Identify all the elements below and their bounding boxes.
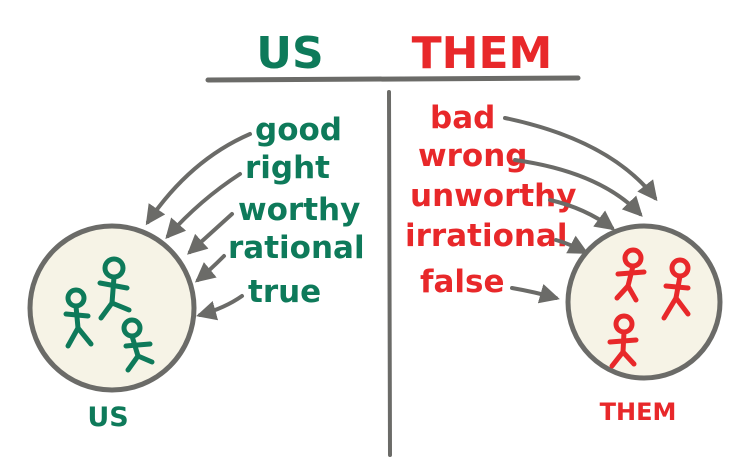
us-stick-figure-1 [97, 256, 132, 321]
them-word-wrong: wrong [418, 138, 527, 174]
us-title: US [256, 28, 323, 79]
arrow-unworthy-to-them [548, 198, 616, 231]
us-stick-figure-3 [121, 317, 155, 373]
them-word-irrational: irrational [405, 218, 567, 254]
arrow-right-to-us [165, 172, 242, 239]
arrow-true-to-us [196, 294, 244, 321]
us-group-circle [27, 223, 197, 393]
us-word-worthy: worthy [238, 192, 360, 228]
arrow-good-to-us [145, 132, 252, 226]
us-word-right: right [245, 150, 330, 186]
them-title: THEM [412, 28, 553, 79]
them-group-circle [565, 223, 723, 381]
arrow-irrational-to-them [554, 235, 589, 254]
them-word-unworthy: unworthy [410, 178, 576, 214]
header-underline [205, 75, 581, 83]
center-divider [387, 90, 392, 457]
us-group-label: US [87, 402, 128, 433]
us-word-good: good [255, 112, 342, 148]
them-stick-figure-3 [607, 313, 639, 369]
them-word-false: false [420, 264, 505, 300]
arrow-worthy-to-us [187, 212, 234, 255]
arrow-bad-to-them [503, 116, 658, 202]
arrow-wrong-to-them [513, 158, 643, 217]
us-stick-figure-2 [63, 287, 94, 349]
them-stick-figure-2 [661, 257, 691, 321]
us-word-true: true [248, 274, 321, 310]
arrow-rational-to-us [194, 254, 226, 283]
them-group-label: THEM [600, 398, 677, 426]
them-stick-figure-1 [614, 247, 647, 303]
arrow-false-to-them [510, 283, 560, 304]
us-word-rational: rational [228, 230, 365, 266]
them-word-bad: bad [430, 100, 495, 136]
